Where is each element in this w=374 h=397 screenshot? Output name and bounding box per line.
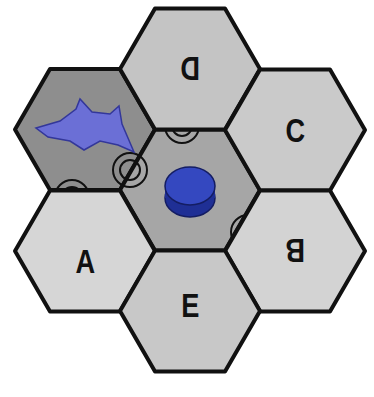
- hex-letter: B: [285, 234, 305, 268]
- board-hex: E: [120, 250, 260, 372]
- hex-letter: C: [285, 113, 305, 147]
- board-hex: C: [225, 69, 365, 191]
- spaceship-figure: [36, 99, 134, 152]
- hex-letter: A: [75, 244, 95, 278]
- hex-letter: D: [180, 52, 200, 86]
- player-token: [165, 167, 215, 217]
- hex-letter: E: [181, 288, 199, 322]
